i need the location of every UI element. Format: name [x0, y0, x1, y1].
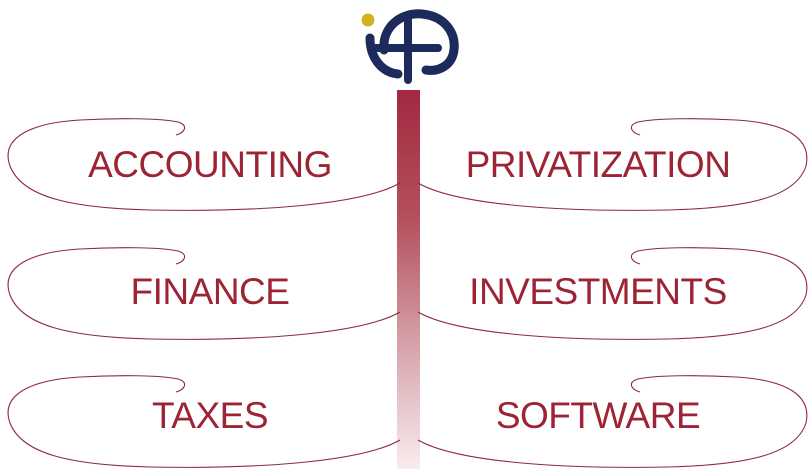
iep-logo-icon	[361, 9, 459, 84]
bubble-finance-outline	[7, 247, 401, 340]
label-taxes: TAXES	[151, 395, 269, 436]
center-gradient-bar	[397, 90, 420, 469]
bubble-privatization-outline	[417, 118, 808, 211]
label-software: SOFTWARE	[495, 395, 701, 436]
label-accounting: ACCOUNTING	[88, 144, 332, 185]
label-privatization: PRIVATIZATION	[465, 144, 731, 185]
bubble-accounting-outline	[7, 118, 401, 211]
label-investments: INVESTMENTS	[469, 271, 727, 312]
bubble-taxes-outline	[7, 375, 401, 468]
label-finance: FINANCE	[130, 271, 290, 312]
bubble-software-outline	[417, 375, 808, 468]
bubble-investments-outline	[417, 247, 808, 340]
